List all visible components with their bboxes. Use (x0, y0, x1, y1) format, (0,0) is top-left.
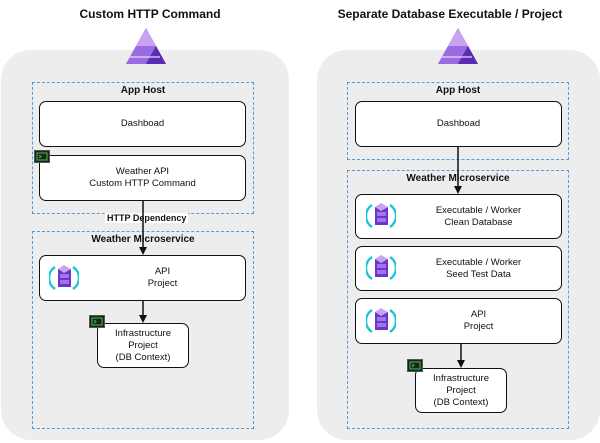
box-label-line3: (DB Context) (433, 396, 489, 408)
dotnet-project-icon (366, 203, 396, 229)
box-label-line2: Clean Database (444, 216, 513, 228)
http-dependency-label: HTTP Dependency (105, 213, 189, 223)
box-label-line1: Infrastructure (115, 327, 171, 339)
weather-api-command-box[interactable]: Weather API Custom HTTP Command (39, 155, 246, 201)
right-title: Separate Database Executable / Project (337, 7, 563, 21)
dotnet-project-icon (366, 255, 396, 281)
box-label-line1: Executable / Worker (435, 204, 522, 216)
dashboard-box[interactable]: Dashboad (39, 101, 246, 147)
box-label-line3: (DB Context) (115, 351, 171, 363)
console-icon (89, 315, 105, 328)
aspire-triangle-icon (438, 28, 478, 64)
box-label-line1: Infrastructure (433, 372, 489, 384)
box-label-line2: Seed Test Data (446, 268, 511, 280)
console-icon (34, 150, 50, 163)
seed-test-data-worker-box[interactable]: Executable / Worker Seed Test Data (355, 246, 562, 291)
box-label: Dashboad (436, 118, 481, 129)
left-title: Custom HTTP Command (79, 7, 221, 21)
right-dashboard-box[interactable]: Dashboad (355, 101, 562, 147)
dotnet-project-icon (49, 265, 79, 291)
clean-database-worker-box[interactable]: Executable / Worker Clean Database (355, 194, 562, 239)
right-infrastructure-box[interactable]: Infrastructure Project (DB Context) (415, 368, 507, 413)
box-label: Dashboad (120, 118, 165, 129)
box-label-line1: API (470, 309, 487, 320)
box-label-line2: Project (147, 278, 178, 289)
right-api-project-box[interactable]: API Project (355, 298, 562, 344)
box-label-line2: Project (446, 384, 476, 396)
box-label-line2: Custom HTTP Command (89, 178, 196, 189)
box-label-line2: Project (128, 339, 158, 351)
console-icon (407, 359, 423, 372)
box-label-line1: Executable / Worker (435, 256, 522, 268)
box-label-line1: API (154, 266, 171, 277)
group-label: App Host (120, 85, 166, 96)
left-api-project-box[interactable]: API Project (39, 255, 246, 301)
left-infrastructure-box[interactable]: Infrastructure Project (DB Context) (97, 323, 189, 368)
box-label-line1: Weather API (115, 166, 170, 177)
box-label-line2: Project (463, 321, 494, 332)
aspire-triangle-icon (126, 28, 166, 64)
group-label: App Host (435, 85, 481, 96)
dotnet-project-icon (366, 308, 396, 334)
